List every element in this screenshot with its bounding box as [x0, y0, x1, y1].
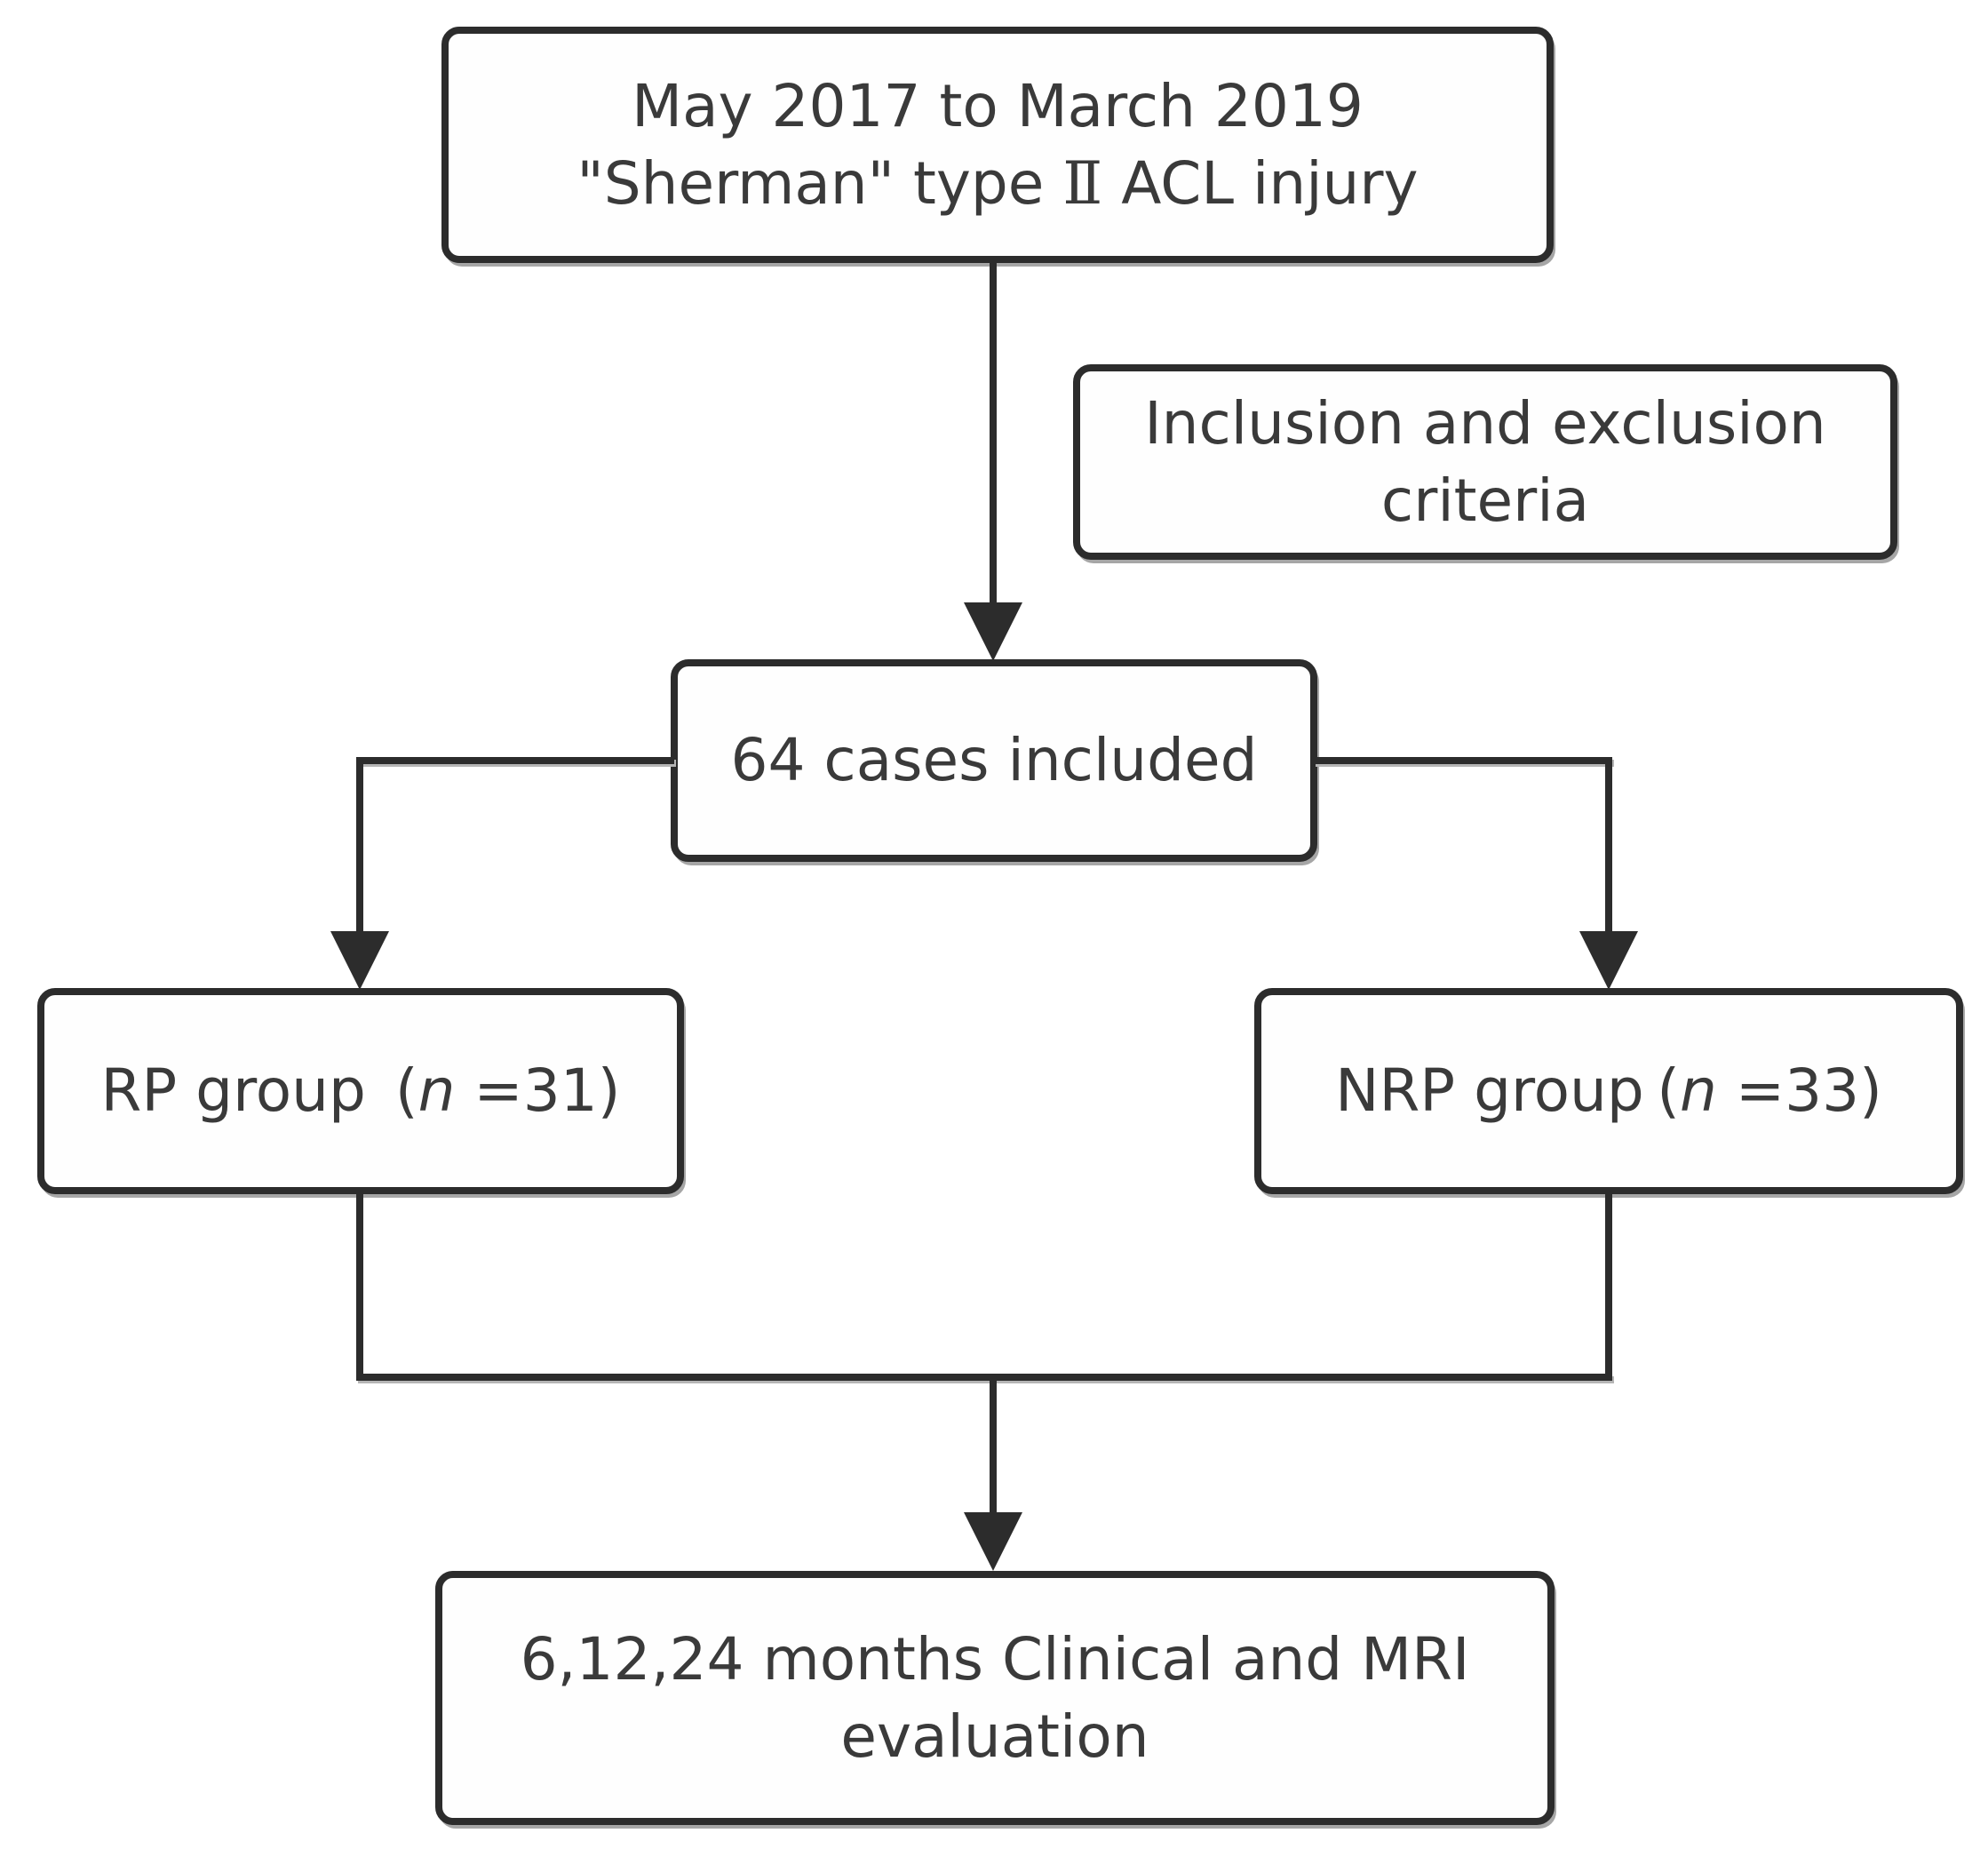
- node-study-period: May 2017 to March 2019 "Sherman" type Ⅱ …: [441, 27, 1554, 263]
- study-period-line2: "Sherman" type Ⅱ ACL injury: [577, 145, 1418, 222]
- connector-cases-to-nrp-vertical: [1605, 757, 1612, 933]
- nrp-group-label: NRP group(n =33): [1335, 1052, 1882, 1129]
- n-variable: n: [1680, 1056, 1717, 1126]
- rp-group-label: RP group (n =31): [101, 1052, 621, 1129]
- node-criteria: Inclusion and exclusion criteria: [1073, 364, 1897, 560]
- arrowhead-down-icon: [964, 602, 1022, 661]
- nrp-count: =33): [1716, 1056, 1882, 1126]
- arrowhead-down-icon: [330, 931, 389, 990]
- connector-cases-to-nrp-horizontal: [1314, 757, 1612, 764]
- node-nrp-group: NRP group(n =33): [1254, 988, 1963, 1194]
- connector-merge-to-eval: [990, 1374, 997, 1514]
- n-variable: n: [417, 1056, 456, 1126]
- paren-open: (: [394, 1056, 418, 1126]
- connector-cases-to-rp-horizontal: [356, 757, 674, 764]
- node-evaluation: 6,12,24 months Clinical and MRI evaluati…: [435, 1571, 1555, 1825]
- connector-cases-to-rp-vertical: [356, 757, 363, 933]
- rp-group-text: RP group: [100, 1056, 366, 1126]
- criteria-line2: criteria: [1380, 466, 1590, 535]
- arrowhead-down-icon: [1579, 931, 1638, 990]
- roman-numeral-two: Ⅱ: [1062, 149, 1103, 218]
- connector-merge-horizontal: [356, 1374, 1612, 1381]
- evaluation-line2: evaluation: [840, 1702, 1149, 1771]
- cases-included-label: 64 cases included: [730, 726, 1258, 795]
- connector-rp-down: [356, 1194, 363, 1379]
- study-period-line1: May 2017 to March 2019: [632, 71, 1364, 140]
- sherman-type-text: "Sherman" type: [577, 149, 1063, 218]
- criteria-line1: Inclusion and exclusion: [1144, 388, 1826, 458]
- nrp-group-text: NRP group: [1335, 1056, 1644, 1126]
- connector-nrp-down: [1605, 1194, 1612, 1379]
- evaluation-line1: 6,12,24 months Clinical and MRI: [520, 1624, 1470, 1694]
- connector-period-to-cases: [990, 263, 997, 604]
- node-cases-included: 64 cases included: [671, 659, 1317, 862]
- node-rp-group: RP group (n =31): [37, 988, 684, 1194]
- rp-count: =31): [455, 1056, 621, 1126]
- paren-open: (: [1657, 1056, 1681, 1126]
- acl-injury-text: ACL injury: [1102, 149, 1419, 218]
- arrowhead-down-icon: [964, 1512, 1022, 1571]
